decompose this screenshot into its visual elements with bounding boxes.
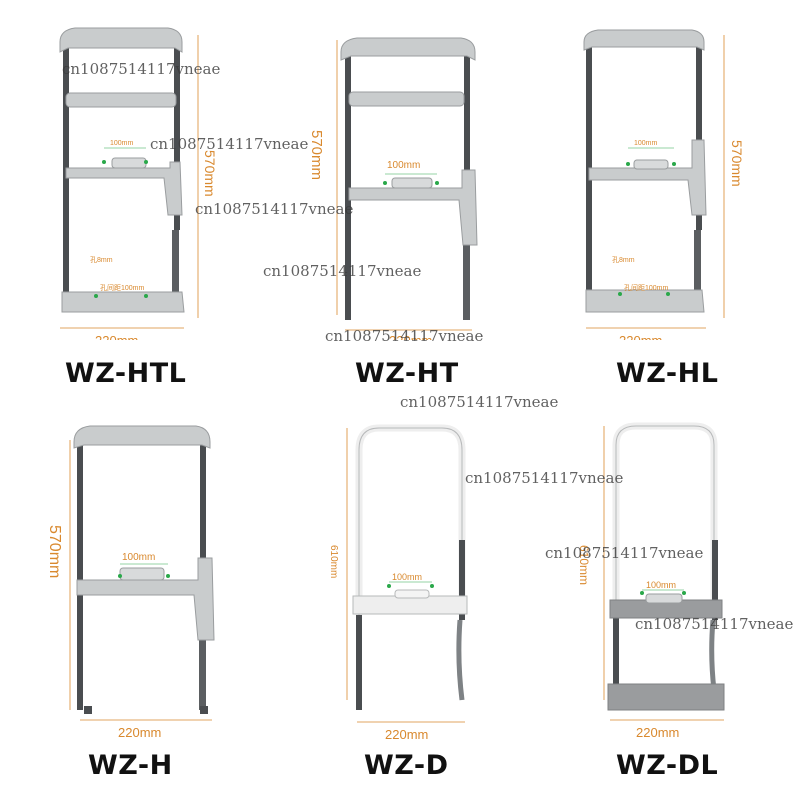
handle-illustration-wz-d: 100mm 610mm 220mm xyxy=(328,424,468,740)
product-wz-hl: 孔8mm 孔间距100mm 100mm 570mm 220mm WZ-HL xyxy=(534,0,800,400)
handle-illustration-wz-h: 100mm 570mm 220mm xyxy=(46,425,215,740)
height-label: 610mm xyxy=(328,545,339,578)
gap-label: 100mm xyxy=(122,552,155,563)
handle-illustration-wz-hl: 孔8mm 孔间距100mm 100mm 570mm 220mm xyxy=(583,29,745,340)
gap-label: 100mm xyxy=(392,572,422,582)
watermark-text: cn1087514117vneae xyxy=(325,327,484,345)
product-wz-htl: 孔8mm 孔间距100mm 100mm 570mm 220mm WZ-HTL xyxy=(0,0,267,400)
watermark-text: cn1087514117vneae xyxy=(150,135,309,153)
height-label: 570mm xyxy=(202,150,218,197)
hole-gap-label: 孔间距100mm xyxy=(624,284,669,292)
model-label: WZ-HT xyxy=(355,358,459,389)
width-label: 220mm xyxy=(389,333,432,340)
model-label: WZ-D xyxy=(364,750,449,781)
hole-label: 孔8mm xyxy=(612,256,635,264)
watermark-text: cn1087514117vneae xyxy=(465,469,624,487)
height-label: 610mm xyxy=(577,545,591,585)
handle-illustration-wz-htl: 孔8mm 孔间距100mm 100mm 570mm 220mm xyxy=(59,27,218,340)
hole-gap-label: 孔间距100mm xyxy=(100,284,145,292)
watermark-text: cn1087514117vneae xyxy=(62,60,221,78)
product-wz-dl: 100mm 610mm 220mm WZ-DL xyxy=(534,400,800,800)
gap-label: 100mm xyxy=(387,160,420,171)
hole-label: 孔8mm xyxy=(90,256,113,264)
watermark-text: cn1087514117vneae xyxy=(635,615,794,633)
watermark-text: cn1087514117vneae xyxy=(195,200,354,218)
width-label: 220mm xyxy=(385,727,428,740)
product-wz-h: 100mm 570mm 220mm WZ-H xyxy=(0,400,267,800)
gap-label: 100mm xyxy=(634,140,658,147)
model-label: WZ-DL xyxy=(616,750,719,781)
model-label: WZ-H xyxy=(88,750,173,781)
width-label: 220mm xyxy=(95,333,138,340)
gap-label: 100mm xyxy=(110,140,134,147)
product-wz-ht: 100mm 570mm 220mm WZ-HT xyxy=(267,0,534,400)
height-label: 570mm xyxy=(308,130,325,180)
model-label: WZ-HTL xyxy=(65,358,187,389)
height-label: 570mm xyxy=(46,525,63,578)
product-wz-d: 100mm 610mm 220mm WZ-D xyxy=(267,400,534,800)
width-label: 220mm xyxy=(619,333,662,340)
model-label: WZ-HL xyxy=(616,358,719,389)
width-label: 220mm xyxy=(118,725,161,740)
handle-illustration-wz-ht: 100mm 570mm 220mm xyxy=(308,37,478,340)
handle-illustration-wz-dl: 100mm 610mm 220mm xyxy=(577,422,725,740)
watermark-text: cn1087514117vneae xyxy=(545,544,704,562)
gap-label: 100mm xyxy=(646,580,676,590)
height-label: 570mm xyxy=(729,140,745,187)
watermark-text: cn1087514117vneae xyxy=(400,393,559,411)
width-label: 220mm xyxy=(636,725,679,740)
watermark-text: cn1087514117vneae xyxy=(263,262,422,280)
